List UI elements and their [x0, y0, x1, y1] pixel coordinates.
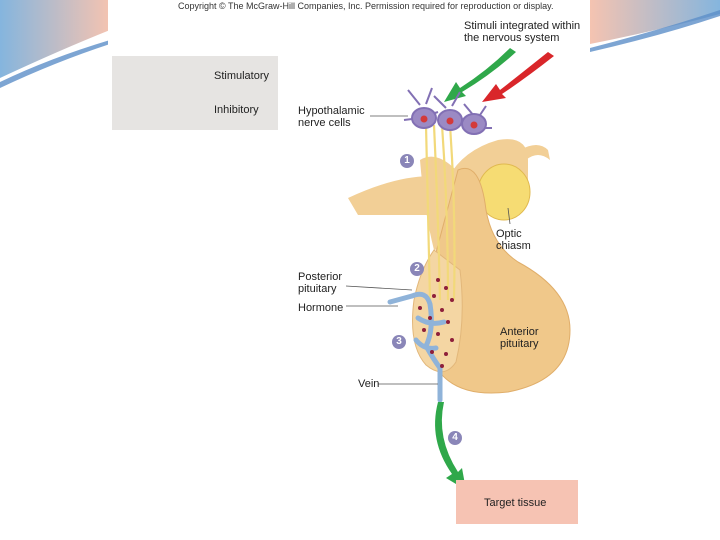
hypothalamic-nerve-cells-label: Hypothalamic nerve cells	[298, 105, 365, 129]
leader-lines	[345, 115, 511, 385]
legend-inhibitory-label: Inhibitory	[214, 104, 259, 116]
step-2-badge: 2	[410, 262, 424, 276]
anterior-pituitary-label: Anterior pituitary	[500, 326, 539, 350]
inhibitory-input-arrow	[482, 52, 554, 102]
blood-vessels	[387, 291, 447, 403]
hormone-granules	[418, 278, 454, 368]
hypothalamic-neurons	[403, 87, 492, 135]
hormone-to-target-arrow	[435, 402, 466, 490]
target-tissue-box: Target tissue	[456, 480, 578, 524]
step-4-badge: 4	[448, 431, 462, 445]
posterior-pituitary-label: Posterior pituitary	[298, 271, 343, 295]
target-tissue-label: Target tissue	[484, 497, 547, 509]
hormone-label: Hormone	[298, 302, 344, 314]
pituitary-figure: Copyright © The McGraw-Hill Companies, I…	[108, 0, 590, 528]
optic-chiasm-label: Optic chiasm	[496, 228, 531, 252]
axon-bundle	[424, 124, 456, 301]
vein-label: Vein	[358, 378, 380, 390]
stimulatory-input-arrow	[444, 48, 516, 102]
copyright-notice: Copyright © The McGraw-Hill Companies, I…	[178, 1, 554, 11]
posterior-pituitary-shape	[412, 249, 463, 373]
step-3-badge: 3	[392, 335, 406, 349]
legend-box	[112, 56, 278, 130]
legend-stimulatory-label: Stimulatory	[214, 70, 270, 82]
step-1-badge: 1	[400, 154, 414, 168]
stimuli-label: Stimuli integrated within the nervous sy…	[464, 20, 581, 44]
